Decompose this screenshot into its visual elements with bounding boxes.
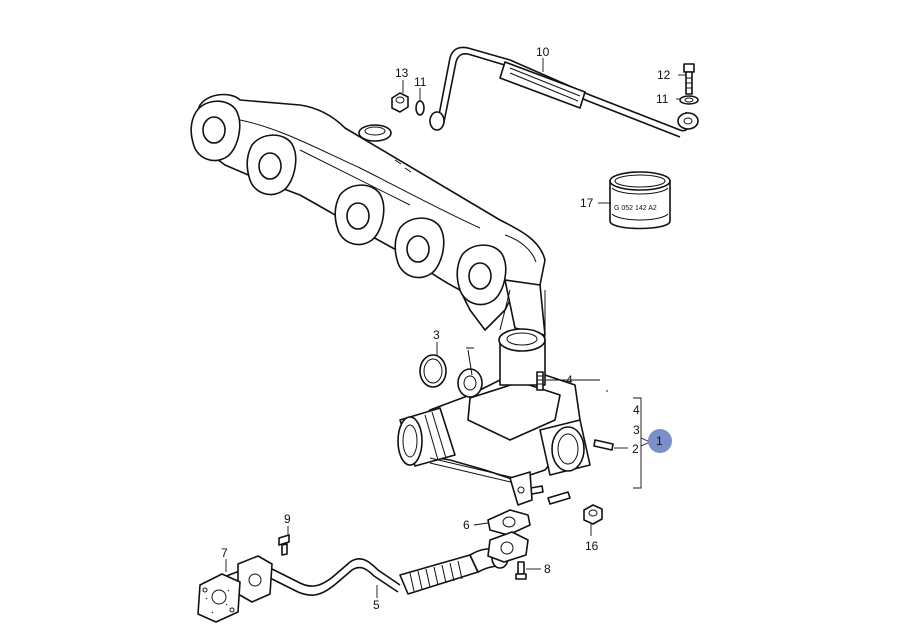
leader-lines <box>225 58 686 598</box>
callout-3-group: 3 <box>633 423 640 437</box>
egr-pipe-5 <box>221 547 509 603</box>
callout-10: 10 <box>536 45 550 59</box>
callout-4-right: 4 <box>566 373 573 387</box>
washer-11-right <box>679 95 699 105</box>
sleeve-17: G 052 142 A2 <box>609 171 671 230</box>
nut-13 <box>391 92 409 113</box>
callout-4-group: 4 <box>633 403 640 417</box>
egr-valve-assembly <box>397 328 614 506</box>
callout-11-left: 11 <box>414 75 427 89</box>
exhaust-manifold <box>190 93 546 331</box>
bolt-9 <box>278 534 290 556</box>
callout-17: 17 <box>580 196 594 210</box>
callout-1-highlight[interactable] <box>648 429 672 453</box>
callout-8: 8 <box>544 562 551 576</box>
callout-13: 13 <box>395 66 409 80</box>
callout-6: 6 <box>463 518 470 532</box>
o-ring-3 <box>419 354 447 388</box>
callout-9: 9 <box>284 512 291 526</box>
callout-labels: 13 11 10 12 11 17 3 4 4 3 2 1 6 16 9 7 8… <box>221 45 672 612</box>
callout-3-top: 3 <box>433 328 440 342</box>
vacuum-pipe-10 <box>429 46 699 138</box>
nut-16 <box>583 504 603 525</box>
pipe-flange-upper <box>487 531 529 563</box>
manifold-outlet-pipe <box>499 279 546 380</box>
callout-1[interactable]: 1 <box>656 434 663 448</box>
gasket-7 <box>197 573 241 623</box>
bolt-8 <box>515 561 527 580</box>
callout-16: 16 <box>585 539 599 553</box>
gasket-6 <box>487 509 531 536</box>
callout-2: 2 <box>632 442 639 456</box>
washer-11-left <box>415 100 425 116</box>
sleeve-part-marking: G 052 142 A2 <box>614 205 657 212</box>
bolt-12 <box>683 63 695 95</box>
callout-11-right: 11 <box>656 92 669 106</box>
callout-7: 7 <box>221 546 228 560</box>
callout-5: 5 <box>373 598 380 612</box>
callout-12: 12 <box>657 68 671 82</box>
